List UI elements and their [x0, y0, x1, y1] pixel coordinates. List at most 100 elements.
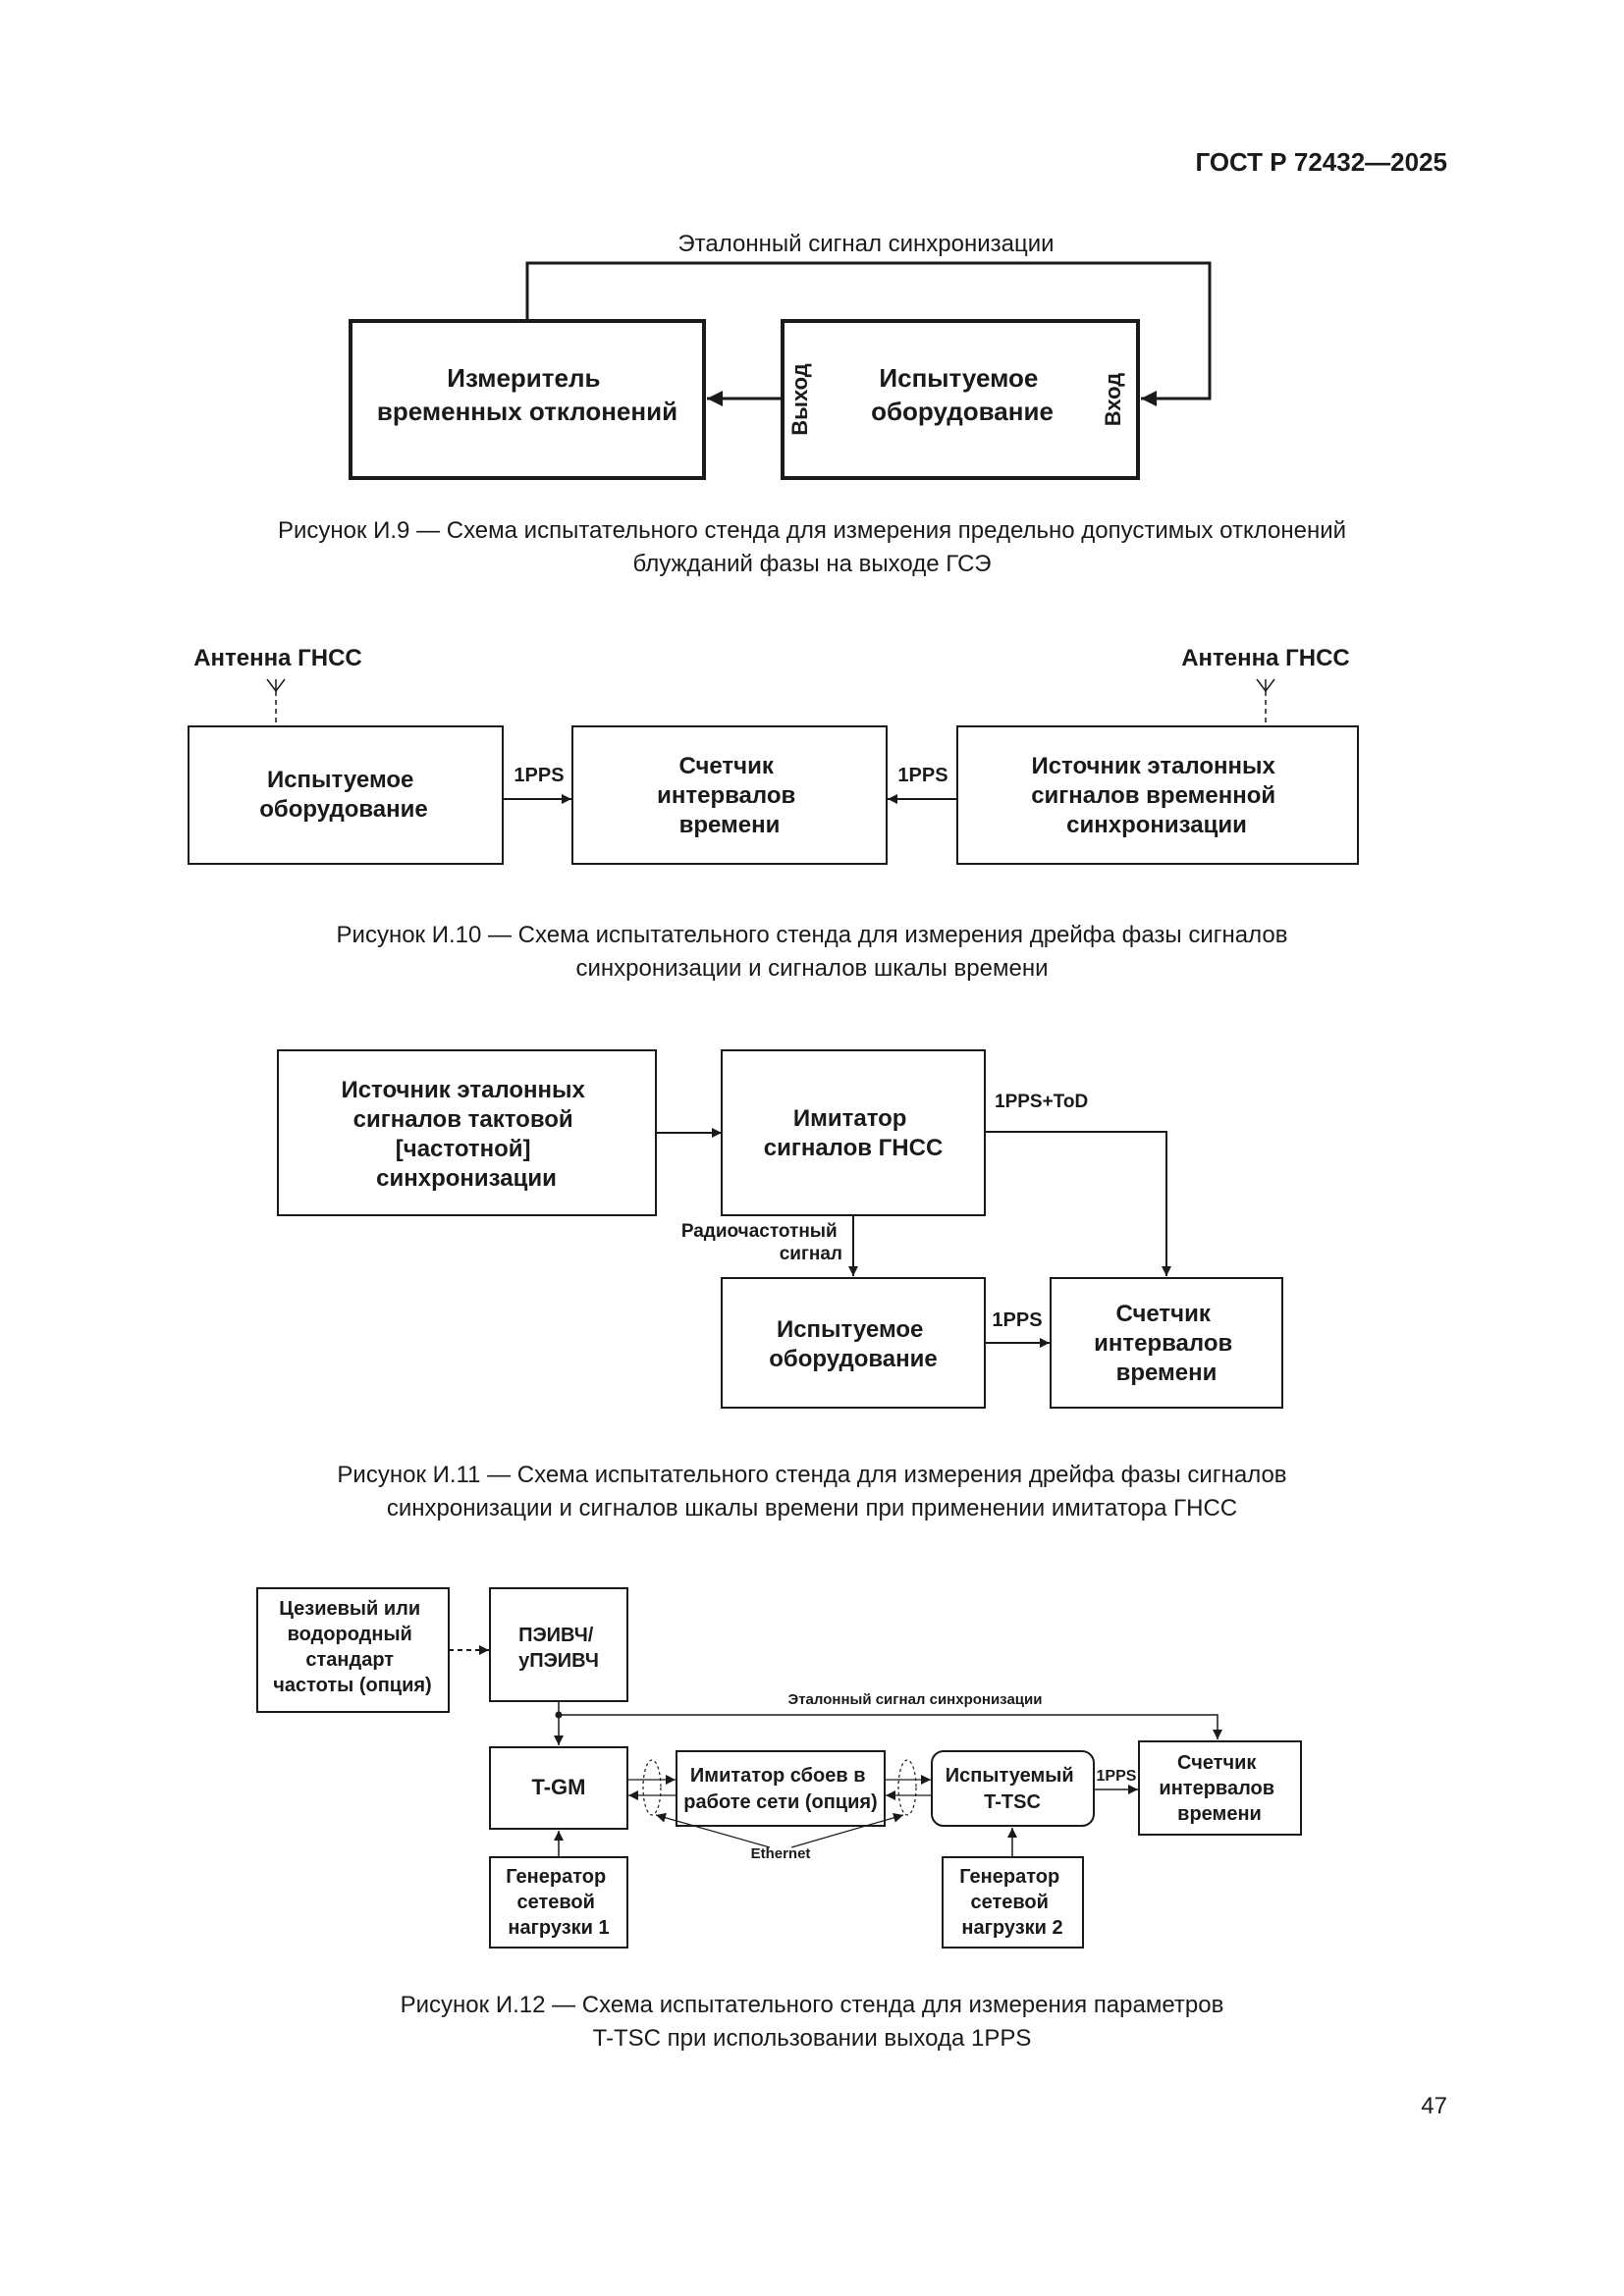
fig12-cesium-box — [256, 1587, 450, 1713]
fig9-caption-line1: Рисунок И.9 — Схема испытательного стенд… — [277, 517, 1347, 544]
fig12-gen1-box — [489, 1856, 628, 1949]
svg-text:Генератор сетевой нагр: Генератор сетевой нагрузки 2 — [959, 1866, 1065, 1939]
fig9-dut-line2: оборудование — [871, 397, 1054, 426]
fig12-cesium-line4: частоты (опция) — [273, 1675, 431, 1696]
fig12-caption-line1: Рисунок И.12 — Схема испытательного стен… — [400, 1992, 1224, 2018]
fig12-junction-dot — [555, 1711, 563, 1719]
fig11-rf-line1: Радиочастотный — [681, 1221, 838, 1242]
fig10-source-box — [956, 725, 1359, 865]
fig9-dut-line1: Испытуемое — [879, 363, 1038, 393]
fig12-impairment-line2: работе сети (опция) — [683, 1791, 877, 1813]
fig12-gen1-line2: сетевой — [516, 1892, 594, 1913]
fig11-counter-box — [1050, 1277, 1283, 1409]
svg-text:Цезиевый или водородный: Цезиевый или водородный стандарт частоты… — [273, 1598, 431, 1696]
fig12-gen2-line3: нагрузки 2 — [961, 1917, 1062, 1939]
fig12-impairment-box — [676, 1750, 886, 1827]
fig10-antenna-left-label: Антенна ГНСС — [193, 645, 362, 671]
fig12-ttsc-box — [931, 1750, 1095, 1827]
fig9-output-label: Выход — [787, 363, 812, 436]
fig11-source-line4: синхронизации — [376, 1165, 557, 1192]
fig10-dut-box — [188, 725, 504, 865]
svg-text:Источник эталонных сигнало: Источник эталонных сигналов тактовой [ча… — [341, 1077, 591, 1192]
fig11-simulator-to-counter-line — [985, 1131, 1171, 1276]
page-number: 47 — [1421, 2093, 1447, 2119]
svg-text:Имитатор сбоев в работе с: Имитатор сбоев в работе сети (опция) — [683, 1765, 877, 1813]
fig11-simulator-line1: Имитатор — [793, 1105, 907, 1132]
fig11-dut-box — [721, 1277, 986, 1409]
svg-text:Счетчик интервалов вре: Счетчик интервалов времени — [1094, 1301, 1239, 1386]
fig12-ref-sync-line — [559, 1714, 1222, 1739]
fig11-pps-tod-label: 1PPS+ToD — [995, 1092, 1088, 1112]
fig11-source-line1: Источник эталонных — [341, 1077, 585, 1103]
figure-12-caption: Рисунок И.12 — Схема испытательного стен… — [0, 1989, 1624, 2056]
fig11-caption-line2: синхронизации и сигналов шкалы времени п… — [386, 1495, 1238, 1522]
fig12-ttsc-line2: T-TSC — [984, 1791, 1041, 1813]
fig10-source-line2: сигналов временной — [1031, 782, 1275, 809]
fig11-simulator-box — [721, 1049, 986, 1216]
figure-9-diagram: Эталонный сигнал синхронизации Измерител… — [349, 231, 1212, 480]
figure-12-diagram: Цезиевый или водородный стандарт частоты… — [256, 1587, 1302, 1949]
antenna-left-icon — [266, 678, 286, 726]
fig11-dut-line2: оборудование — [769, 1346, 938, 1372]
fig11-dut-line1: Испытуемое — [777, 1316, 923, 1343]
fig10-counter-line2: интервалов — [657, 782, 795, 809]
svg-text:Счетчик интервалов вре: Счетчик интервалов времени — [657, 753, 802, 838]
fig12-ttsc-line1: Испытуемый — [946, 1765, 1074, 1787]
figure-11-caption: Рисунок И.11 — Схема испытательного стен… — [0, 1459, 1624, 1525]
fig12-peivch-line1: ПЭИВЧ/ — [518, 1625, 594, 1646]
antenna-right-icon — [1256, 678, 1275, 726]
fig12-gen2-line2: сетевой — [970, 1892, 1048, 1913]
fig9-reference-signal-label: Эталонный сигнал синхронизации — [677, 231, 1054, 257]
fig12-impairment-line1: Имитатор сбоев в — [690, 1765, 866, 1787]
svg-text:Испытуемое оборудование: Испытуемое оборудование — [259, 767, 428, 823]
fig11-source-box — [277, 1049, 657, 1216]
fig10-caption-line2: синхронизации и сигналов шкалы времени — [575, 955, 1049, 982]
fig10-pps-right-label: 1PPS — [897, 765, 947, 786]
fig10-source-line3: синхронизации — [1066, 812, 1247, 838]
fig11-pps-label: 1PPS — [992, 1309, 1042, 1331]
fig11-counter-line1: Счетчик — [1115, 1301, 1211, 1327]
fig12-gen1-line3: нагрузки 1 — [508, 1917, 609, 1939]
fig12-ethernet-ports — [627, 1759, 931, 1848]
fig12-tgm-box — [489, 1746, 628, 1830]
fig12-counter-line2: интервалов — [1159, 1778, 1274, 1799]
fig12-gen2-line1: Генератор — [959, 1866, 1059, 1888]
svg-text:Имитатор сигналов ГНСС: Имитатор сигналов ГНСС — [764, 1105, 944, 1161]
figure-11-diagram: Источник эталонных сигналов тактовой [ча… — [277, 1049, 1283, 1409]
fig12-cesium-line1: Цезиевый или — [279, 1598, 420, 1620]
fig9-meter-box — [349, 319, 706, 480]
fig10-caption-line1: Рисунок И.10 — Схема испытательного стен… — [336, 922, 1288, 948]
fig9-input-label: Вход — [1101, 373, 1125, 426]
svg-text:Счетчик интервалов вре: Счетчик интервалов времени — [1159, 1752, 1279, 1825]
fig12-cesium-line2: водородный — [288, 1624, 412, 1645]
svg-text:ПЭИВЧ/ уПЭИВЧ: ПЭИВЧ/ уПЭИВЧ — [518, 1625, 599, 1672]
fig10-counter-line1: Счетчик — [678, 753, 774, 779]
fig11-source-line2: сигналов тактовой — [353, 1106, 573, 1133]
svg-text:Источник эталонных сигнало: Источник эталонных сигналов временной си… — [1031, 753, 1282, 838]
fig12-peivch-line2: уПЭИВЧ — [518, 1650, 599, 1672]
fig10-source-line1: Источник эталонных — [1031, 753, 1275, 779]
fig12-pps-label: 1PPS — [1097, 1768, 1137, 1785]
fig10-counter-line3: времени — [679, 812, 781, 838]
fig12-tgm-label: T-GM — [532, 1775, 586, 1799]
fig10-dut-line2: оборудование — [259, 796, 428, 823]
document-code: ГОСТ Р 72432—2025 — [1195, 147, 1447, 177]
fig11-counter-line3: времени — [1116, 1360, 1218, 1386]
fig10-pps-left-label: 1PPS — [514, 765, 564, 786]
fig12-gen1-line1: Генератор — [506, 1866, 606, 1888]
figure-9-caption: Рисунок И.9 — Схема испытательного стенд… — [0, 514, 1624, 581]
svg-text:Испытуемое оборудование: Испытуемое оборудование — [769, 1316, 938, 1372]
svg-text:Генератор сетевой нагр: Генератор сетевой нагрузки 1 — [506, 1866, 612, 1939]
fig9-meter-line1: Измеритель — [447, 363, 600, 393]
fig12-counter-line1: Счетчик — [1177, 1752, 1257, 1774]
fig10-counter-box — [571, 725, 888, 865]
fig11-rf-line2: сигнал — [780, 1244, 842, 1264]
fig12-ethernet-label: Ethernet — [751, 1845, 811, 1862]
fig12-counter-box — [1138, 1740, 1302, 1836]
svg-text:Измеритель временных откло: Измеритель временных отклонений — [377, 363, 677, 426]
fig10-dut-line1: Испытуемое — [267, 767, 413, 793]
svg-text:Испытуемый T-TSC: Испытуемый T-TSC — [946, 1765, 1079, 1813]
fig9-feedback-line — [525, 261, 1212, 406]
fig12-counter-line3: времени — [1177, 1803, 1262, 1825]
fig12-cesium-line3: стандарт — [305, 1649, 394, 1671]
